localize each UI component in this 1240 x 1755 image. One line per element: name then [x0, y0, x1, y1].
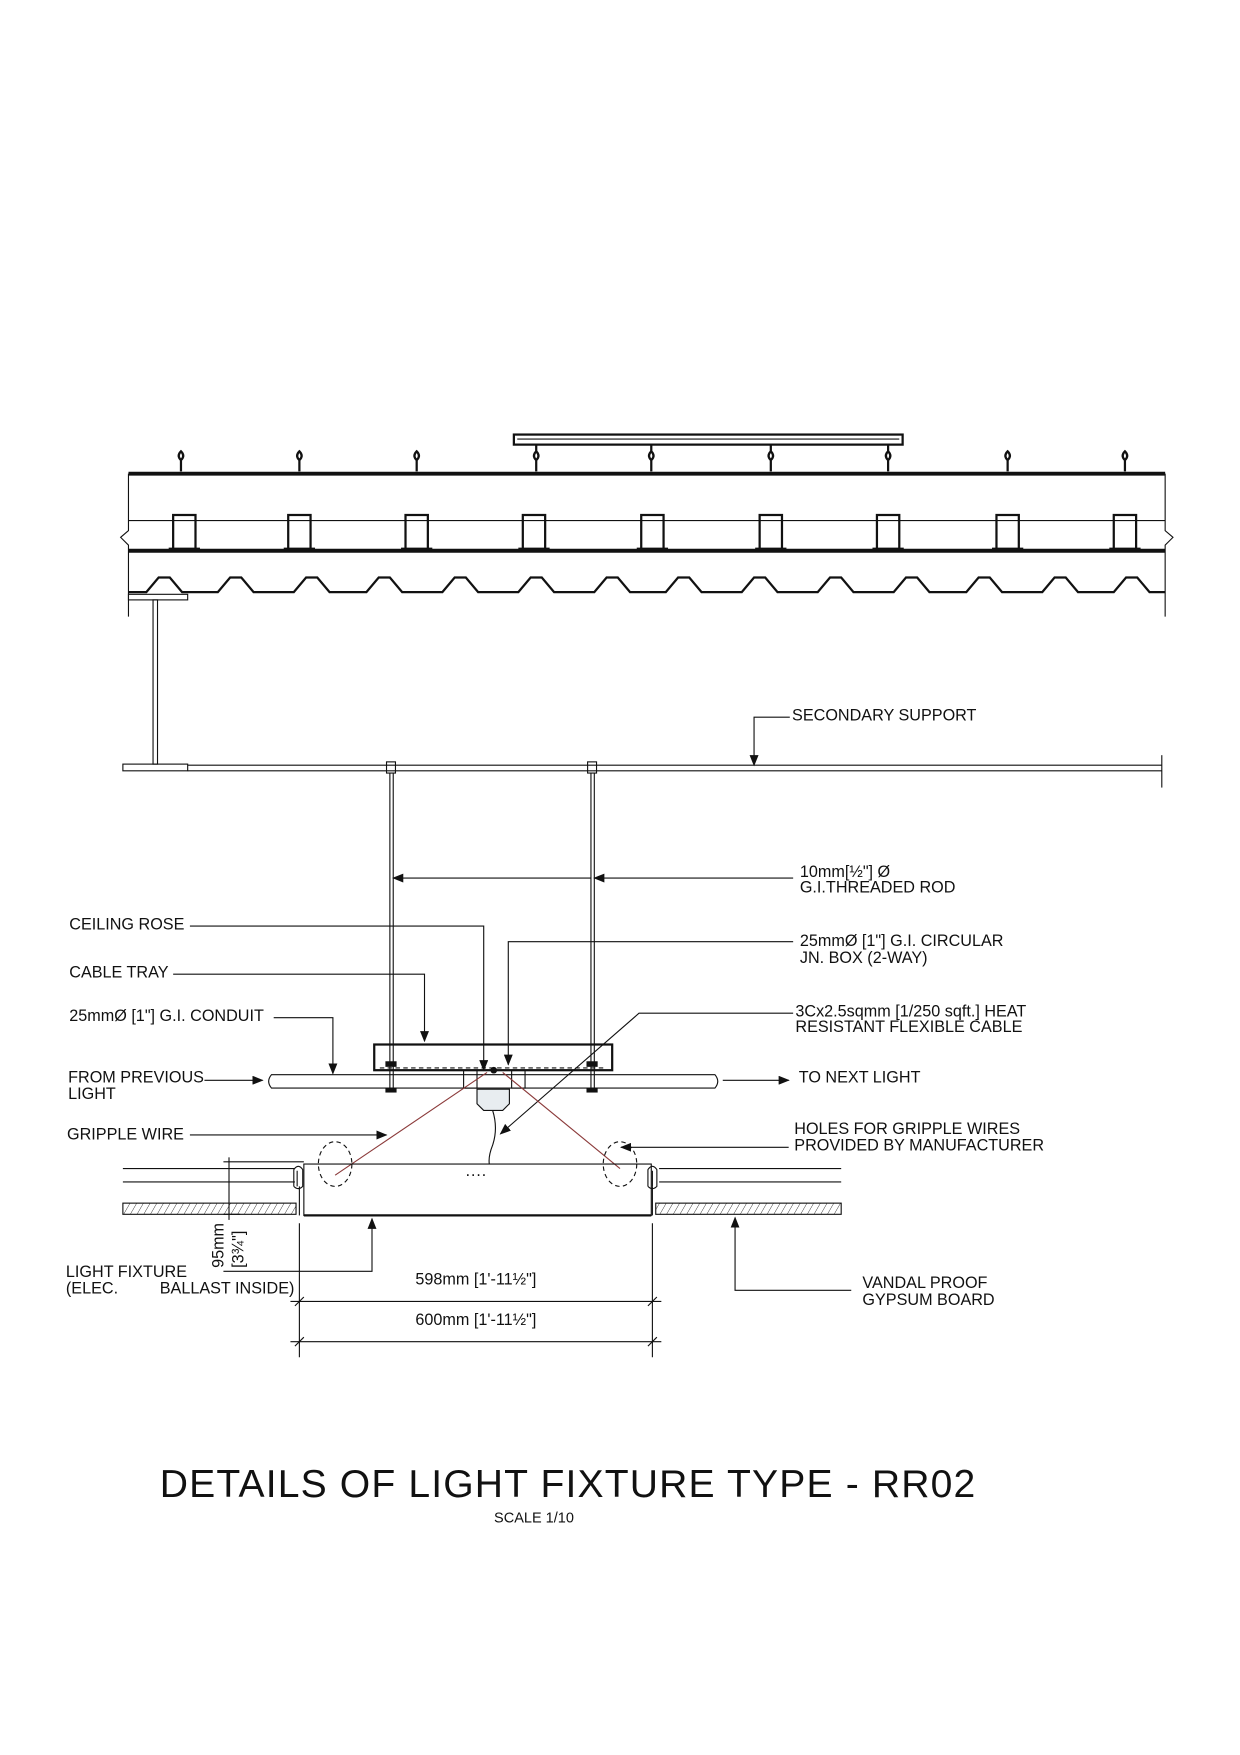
top-rail: [512, 433, 904, 446]
roof-hook-icon: [532, 449, 540, 472]
flexible-cable: [488, 1110, 496, 1165]
ceiling-rose: [476, 1088, 510, 1111]
label-gypsum-1: VANDAL PROOF: [862, 1274, 987, 1292]
hole-left: [317, 1141, 353, 1187]
roof-hook-icon: [1121, 449, 1129, 472]
gypsum-board-left: [122, 1202, 297, 1215]
label-from-previous-1: FROM PREVIOUS: [68, 1068, 204, 1086]
dim-height-in: [3¾"]: [230, 1231, 248, 1268]
gypsum-board-right: [655, 1202, 842, 1215]
label-gripple-wire: GRIPPLE WIRE: [67, 1125, 184, 1143]
dim-598: 598mm [1'-11½"]: [415, 1271, 536, 1289]
label-gypsum-2: GYPSUM BOARD: [862, 1291, 994, 1309]
rod-nuts: [385, 1061, 598, 1093]
label-cable-1: 3Cx2.5sqmm [1/250 sqft.] HEAT: [795, 1003, 1026, 1021]
roof-hook-icon: [296, 449, 303, 472]
roof-hooks: [177, 444, 1129, 472]
label-secondary-support: SECONDARY SUPPORT: [792, 707, 977, 725]
label-holes-2: PROVIDED BY MANUFACTURER: [794, 1137, 1044, 1155]
label-ceiling-rose: CEILING ROSE: [69, 915, 184, 933]
threaded-rods: 10mm[½"] Ø G.I.THREADED ROD: [385, 761, 956, 1093]
gripple-wire-right: [502, 1072, 621, 1169]
label-fixture-2b: BALLAST INSIDE): [160, 1280, 295, 1298]
conduit-pipe: [268, 1074, 719, 1089]
dim-600: 600mm [1'-11½"]: [415, 1311, 536, 1329]
roof-hook-icon: [884, 449, 892, 472]
dim-height-mm: 95mm: [209, 1223, 227, 1268]
hole-right: [602, 1141, 638, 1187]
i-beam: [122, 593, 189, 772]
roof-hook-icon: [647, 449, 655, 472]
drawing-title: DETAILS OF LIGHT FIXTURE TYPE - RR02: [160, 1463, 975, 1506]
label-holes-1: HOLES FOR GRIPPLE WIRES: [794, 1120, 1020, 1138]
fixture-dots-icon: ····: [465, 1166, 487, 1184]
label-threaded-rod-1: 10mm[½"] Ø: [800, 863, 891, 881]
roof-hook-icon: [177, 449, 185, 472]
secondary-support: SECONDARY SUPPORT: [187, 707, 1163, 788]
label-cable-2: RESISTANT FLEXIBLE CABLE: [795, 1018, 1022, 1036]
drawing-scale: SCALE 1/10: [494, 1511, 574, 1527]
cable-tray-assembly: [268, 1043, 719, 1176]
break-right: [1164, 473, 1174, 617]
label-conduit: 25mmØ [1"] G.I. CONDUIT: [69, 1007, 264, 1025]
label-from-previous-2: LIGHT: [68, 1085, 116, 1103]
break-left: [119, 473, 130, 617]
tbar-clip-left: [293, 1165, 304, 1190]
roof-hook-icon: [413, 449, 421, 472]
label-to-next-light: TO NEXT LIGHT: [799, 1068, 921, 1086]
cable-tray: [373, 1043, 614, 1072]
roof-structure: [119, 433, 1174, 617]
tbar-clip-right: [647, 1165, 658, 1190]
roof-hook-icon: [767, 449, 775, 472]
label-fixture-1: LIGHT FIXTURE: [66, 1263, 187, 1281]
label-jn-box-2: JN. BOX (2-WAY): [800, 949, 928, 967]
gripple-wire-left: [334, 1071, 488, 1176]
label-cable-tray: CABLE TRAY: [69, 963, 168, 981]
corrugated-deck: [128, 576, 1166, 594]
label-fixture-2a: (ELEC.: [66, 1280, 118, 1298]
label-threaded-rod-2: G.I.THREADED ROD: [800, 879, 956, 897]
dimensions: 95mm [3¾"] 598mm [1'-11½"] 600mm [1'-11½…: [209, 1157, 662, 1358]
label-jn-box-1: 25mmØ [1"] G.I. CIRCULAR: [800, 932, 1004, 950]
roof-hook-icon: [1004, 449, 1011, 472]
leaders: CEILING ROSE CABLE TRAY 25mmØ [1"] G.I. …: [66, 915, 1044, 1308]
ceiling-fixture: ····: [122, 1141, 842, 1217]
